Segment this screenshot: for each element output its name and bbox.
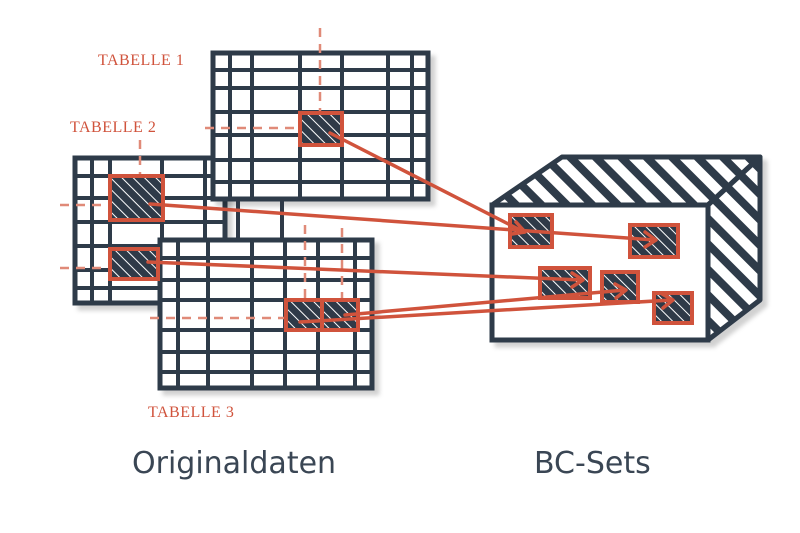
source-cell-t2-b (108, 247, 160, 281)
dashed-guides (60, 28, 344, 320)
source-cells (108, 111, 360, 332)
target-cell-5 (652, 291, 694, 325)
caption-bc-sets: BC-Sets (534, 446, 651, 481)
table-1-label: TABELLE 1 (98, 52, 185, 69)
caption-original-data: Originaldaten (132, 446, 337, 481)
source-cell-t1 (298, 111, 344, 147)
table-3-label: TABELLE 3 (148, 404, 235, 421)
table-connectors (236, 199, 284, 240)
target-cell-3 (538, 266, 592, 300)
table-2-label: TABELLE 2 (70, 119, 157, 136)
source-cell-t2-a (108, 174, 165, 222)
flow-arrows (146, 131, 675, 324)
